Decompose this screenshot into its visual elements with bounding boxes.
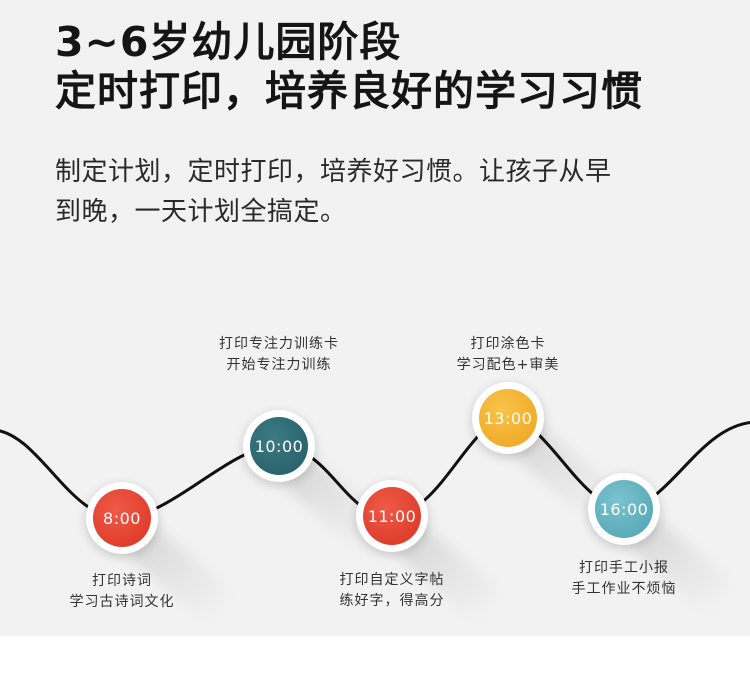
caption-line-2: 手工作业不烦恼 [571,581,677,597]
caption-line-1: 打印涂色卡 [470,336,546,352]
content-panel: 3~6岁幼儿园阶段 定时打印，培养良好的学习习惯 制定计划，定时打印，培养好习惯… [0,0,750,636]
time-node-0800: 8:00 [86,482,158,554]
time-node-label: 8:00 [93,489,151,547]
caption-line-2: 学习配色+审美 [456,357,560,373]
time-node-1100: 11:00 [356,480,428,552]
time-node-label: 11:00 [363,487,421,545]
description: 制定计划，定时打印，培养好习惯。让孩子从早 到晚，一天计划全搞定。 [55,152,705,232]
caption-line-2: 学习古诗词文化 [69,594,175,610]
timeline-caption-1300: 打印涂色卡 学习配色+审美 [446,334,570,376]
description-line-2: 到晚，一天计划全搞定。 [55,197,347,227]
caption-line-1: 打印专注力训练卡 [219,336,339,352]
caption-line-1: 打印诗词 [92,573,152,589]
caption-line-2: 练好字，得高分 [339,593,445,609]
caption-line-1: 打印手工小报 [579,560,669,576]
time-node-label: 16:00 [595,480,653,538]
timeline-caption-1000: 打印专注力训练卡 开始专注力训练 [199,334,359,376]
time-node-1600: 16:00 [588,473,660,545]
description-line-1: 制定计划，定时打印，培养好习惯。让孩子从早 [55,157,612,187]
timeline-caption-0800: 打印诗词 学习古诗词文化 [62,571,182,613]
title-line-2: 定时打印，培养良好的学习习惯 [55,67,643,115]
title-line-1: 3~6岁幼儿园阶段 [55,18,402,66]
time-node-label: 10:00 [250,417,308,475]
time-node-label: 13:00 [479,389,537,447]
timeline-caption-1100: 打印自定义字帖 练好字，得高分 [327,570,457,612]
caption-line-1: 打印自定义字帖 [339,572,445,588]
timeline-caption-1600: 打印手工小报 手工作业不烦恼 [556,558,692,600]
caption-line-2: 开始专注力训练 [226,357,332,373]
time-node-1300: 13:00 [472,382,544,454]
time-node-1000: 10:00 [243,410,315,482]
